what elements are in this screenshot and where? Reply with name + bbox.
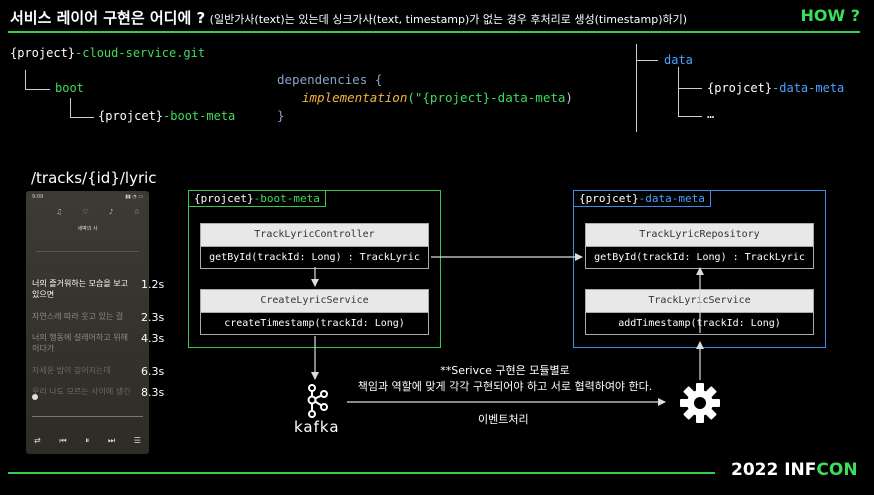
class-method: createTimestamp(trackId: Long) bbox=[201, 312, 428, 334]
lyric-timestamp: 8.3s bbox=[141, 386, 165, 399]
boot-meta-module-label: {projcet}-boot-meta bbox=[188, 190, 326, 207]
previous-icon[interactable]: ⏮ bbox=[59, 436, 67, 445]
track-lyric-repository-class: TrackLyricRepository getById(trackId: Lo… bbox=[585, 223, 814, 269]
slide-title-main: 서비스 레이어 구현은 어디에 ? bbox=[10, 9, 206, 27]
event-processing-label: 이벤트처리 bbox=[478, 413, 529, 426]
slide-title: 서비스 레이어 구현은 어디에 ? (일반가사(text)는 있는데 싱크가사(… bbox=[10, 7, 687, 28]
tree-connector bbox=[678, 88, 702, 89]
class-method: getById(trackId: Long) : TrackLyric bbox=[201, 246, 428, 268]
phone-icon-row: ♫ ♡ ♪ ☆ bbox=[56, 208, 149, 216]
tree-node-data: data bbox=[664, 53, 693, 67]
tree-connector bbox=[25, 70, 26, 89]
class-method: addTimestamp(trackId: Long) bbox=[586, 312, 813, 334]
tree-connector bbox=[25, 89, 50, 90]
data-meta-module-box: {projcet}-data-meta TrackLyricRepository… bbox=[573, 190, 826, 348]
lyric-timestamp: 6.3s bbox=[141, 365, 165, 378]
tree-node-data-meta: {projcet}-data-meta bbox=[707, 81, 845, 95]
lyric-timestamp: 2.3s bbox=[141, 311, 165, 324]
gear-icon bbox=[680, 383, 720, 423]
class-name: TrackLyricService bbox=[586, 290, 813, 312]
top-divider bbox=[8, 31, 860, 33]
phone-screenshot: 9:09 ▮▮ ◔ ▭ ♫ ♡ ♪ ☆ 새벽의 사 너의 즐거워하는 모습을 보… bbox=[26, 191, 149, 454]
playback-knob[interactable] bbox=[32, 394, 38, 400]
tree-node-ellipsis: … bbox=[707, 107, 715, 121]
slide-title-sub: (일반가사(text)는 있는데 싱크가사(text, timestamp)가 … bbox=[209, 13, 688, 26]
track-lyric-controller-class: TrackLyricController getById(trackId: Lo… bbox=[200, 223, 429, 269]
lyric-endpoint-path: /tracks/{id}/lyric bbox=[31, 169, 157, 187]
kafka-icon bbox=[307, 384, 328, 418]
gradle-dependencies-code: dependencies { implementation("{project}… bbox=[277, 72, 573, 123]
lyric-line: 너의 즐거워하는 모습을 보고 있으면 bbox=[32, 279, 128, 299]
infcon-brand-logo: 2022 INFCON bbox=[731, 460, 858, 480]
playback-progress-bar[interactable] bbox=[32, 416, 143, 417]
tree-root-project: {project}-cloud-service.git bbox=[10, 46, 206, 60]
tree-connector bbox=[70, 117, 94, 118]
phone-player-controls: ⇄ ⏮ ⏸ ⏭ ☰ bbox=[34, 436, 141, 446]
lyric-line: 자세운 밤이 깊어지는데 bbox=[32, 366, 111, 375]
kafka-label: kafka bbox=[294, 418, 340, 436]
tree-node-boot-meta: {projcet}-boot-meta bbox=[98, 109, 236, 123]
tree-connector bbox=[636, 44, 637, 132]
bottom-divider bbox=[8, 472, 715, 474]
create-lyric-service-class: CreateLyricService createTimestamp(track… bbox=[200, 289, 429, 335]
tree-connector bbox=[678, 116, 702, 117]
tree-connector bbox=[70, 98, 71, 117]
phone-song-title: 새벽의 사 bbox=[77, 226, 98, 232]
next-icon[interactable]: ⏭ bbox=[107, 436, 116, 445]
lyric-timestamp: 4.3s bbox=[141, 332, 165, 345]
how-label: HOW ? bbox=[800, 6, 861, 25]
tree-connector bbox=[636, 60, 658, 61]
class-name: TrackLyricRepository bbox=[586, 224, 813, 246]
lyric-timestamp: 1.2s bbox=[141, 278, 165, 291]
lyric-line: 우리 나도 모르는 사이에 생긴 bbox=[32, 387, 131, 396]
pause-icon[interactable]: ⏸ bbox=[85, 436, 90, 445]
tree-node-boot: boot bbox=[55, 81, 84, 95]
playlist-icon[interactable]: ☰ bbox=[133, 436, 141, 445]
boot-meta-module-box: {projcet}-boot-meta TrackLyricController… bbox=[188, 190, 441, 348]
class-method: getById(trackId: Long) : TrackLyric bbox=[586, 246, 813, 268]
shuffle-icon[interactable]: ⇄ bbox=[34, 436, 41, 445]
class-name: CreateLyricService bbox=[201, 290, 428, 312]
phone-divider bbox=[36, 251, 139, 252]
track-lyric-service-class: TrackLyricService addTimestamp(trackId: … bbox=[585, 289, 814, 335]
phone-status-bar: 9:09 ▮▮ ◔ ▭ bbox=[32, 194, 143, 200]
tree-connector bbox=[678, 67, 679, 116]
module-responsibility-note: **Serivce 구현은 모듈별로 책임과 역할에 맞게 각각 구현되어야 하… bbox=[357, 364, 653, 393]
class-name: TrackLyricController bbox=[201, 224, 428, 246]
data-meta-module-label: {projcet}-data-meta bbox=[573, 190, 711, 207]
lyric-line: 자연스레 따라 웃고 있는 걸 bbox=[32, 312, 124, 321]
lyric-line: 너의 행동에 설레어하고 위해 이다가 bbox=[32, 333, 128, 353]
